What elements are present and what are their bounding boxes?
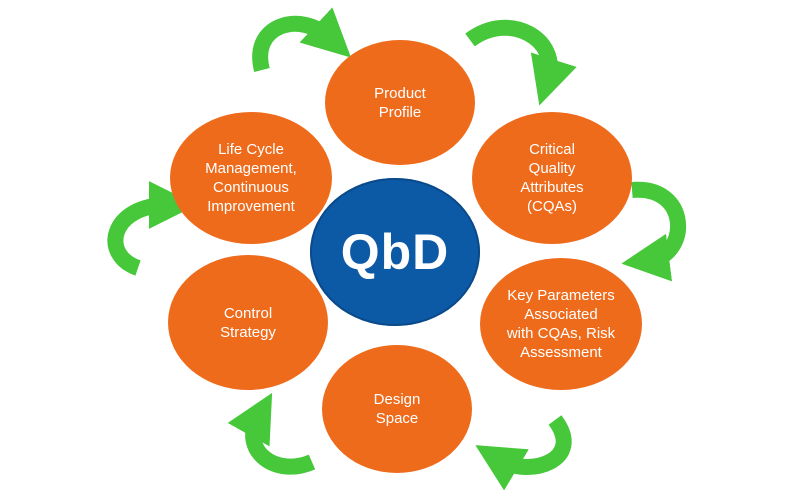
cycle-arrow-icon [465,19,577,106]
node-label: Control Strategy [220,304,276,341]
node-label: Design Space [373,391,421,427]
node-label: Product Profile [374,84,426,121]
node-key-parameters: Key Parameters Associated with CQAs, Ris… [480,258,642,390]
node-label: Critical Quality Attributes (CQAs) [520,141,584,215]
node-label: Life Cycle Management, Continuous Improv… [205,141,297,215]
cycle-arrow-icon [475,415,572,491]
node-life-cycle: Life Cycle Management, Continuous Improv… [170,112,332,244]
node-cqas: Critical Quality Attributes (CQAs) [472,112,632,244]
node-design-space: Design Space [322,345,472,473]
cycle-arrow-icon [252,7,352,73]
cycle-arrow-icon [107,181,197,276]
cycle-arrow-icon [227,392,316,475]
node-control-strategy: Control Strategy [168,255,328,390]
center-qbd: QbD [310,178,480,326]
center-label: QbD [340,224,450,280]
cycle-arrow-icon [621,181,687,282]
node-label: Key Parameters Associated with CQAs, Ris… [506,287,616,361]
node-product-profile: Product Profile [325,40,475,165]
